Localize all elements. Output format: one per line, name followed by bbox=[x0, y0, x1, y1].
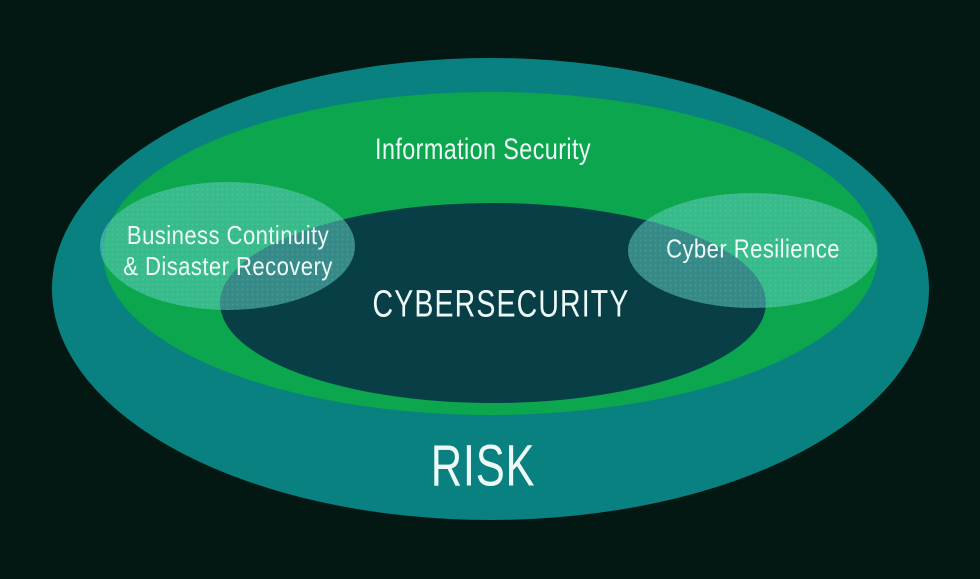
cyber-resilience-label: Cyber Resilience bbox=[666, 233, 840, 264]
cybersecurity-label: CYBERSECURITY bbox=[372, 283, 630, 326]
information-security-label: Information Security bbox=[375, 133, 591, 166]
cyber-resilience-ellipse bbox=[628, 193, 877, 308]
business-continuity-label-line1: Business Continuity bbox=[126, 220, 330, 250]
business-continuity-ellipse bbox=[100, 182, 355, 310]
business-continuity-label: Business Continuity & Disaster Recovery bbox=[123, 220, 332, 282]
risk-label: RISK bbox=[430, 433, 536, 499]
business-continuity-label-line2: & Disaster Recovery bbox=[123, 251, 333, 281]
